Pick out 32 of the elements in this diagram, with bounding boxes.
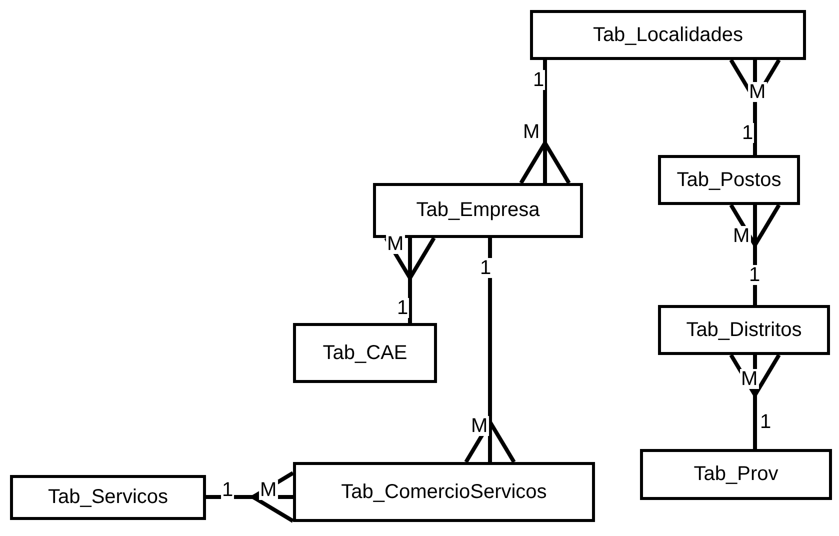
- entity-box: [293, 323, 437, 383]
- entity-box: [10, 475, 206, 520]
- entity-name: Tab_Distritos: [686, 318, 802, 342]
- cardinality-label: M: [470, 416, 489, 436]
- cardinality-label: 1: [221, 480, 234, 500]
- entity-name: Tab_Servicos: [48, 486, 168, 509]
- cardinality-label: M: [259, 480, 278, 500]
- entity-box: [530, 10, 806, 60]
- cardinality-label: 1: [396, 298, 410, 318]
- entity-name: Tab_ComercioServicos: [341, 480, 547, 504]
- entity-name: Tab_Prov: [694, 463, 778, 486]
- entity-box: [640, 449, 832, 500]
- entity-name: Tab_Empresa: [416, 199, 540, 222]
- relationship-line: [384, 236, 436, 323]
- cardinality-label: 1: [532, 70, 546, 90]
- entity-name: Tab_CAE: [322, 342, 408, 364]
- cardinality-label: 1: [741, 123, 754, 143]
- entity-name: Tab_Localidades: [592, 24, 744, 46]
- entity-box: [658, 155, 800, 205]
- relationship-line: [206, 471, 295, 523]
- entity-box: [293, 462, 595, 522]
- entity-box: [373, 183, 583, 238]
- relationship-line: [729, 58, 781, 155]
- relationship-line: [464, 238, 516, 464]
- cardinality-label: 1: [748, 265, 762, 285]
- entity-name: Tab_Postos: [676, 168, 782, 192]
- cardinality-label: 1: [479, 258, 492, 278]
- cardinality-label: M: [386, 234, 405, 254]
- entity-box: [658, 305, 830, 355]
- cardinality-label: M: [748, 82, 767, 102]
- relationship-line: [519, 60, 571, 185]
- cardinality-label: M: [740, 369, 759, 389]
